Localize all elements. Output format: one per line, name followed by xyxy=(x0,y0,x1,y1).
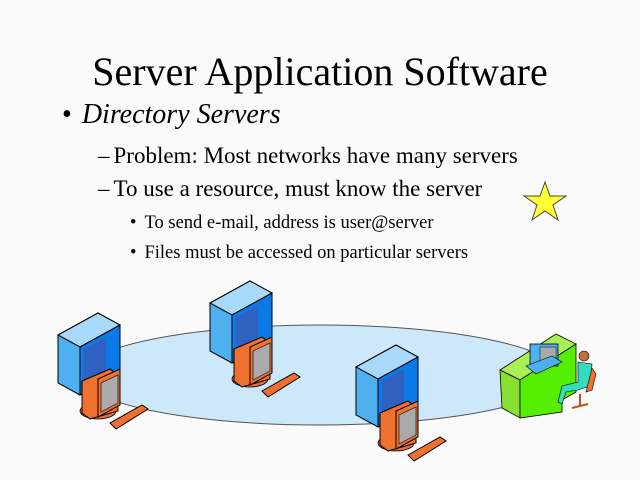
subsubbullet-files: • Files must be accessed on particular se… xyxy=(130,243,468,264)
bullet-marker: • xyxy=(130,213,137,233)
bullet-text: Problem: Most networks have many servers xyxy=(113,143,518,168)
workstation-desk-icon xyxy=(499,333,597,419)
bullet-marker: – xyxy=(98,176,110,201)
subbullet-problem: –Problem: Most networks have many server… xyxy=(98,143,518,169)
star-icon xyxy=(522,180,568,222)
bullet-text: Directory Servers xyxy=(81,99,281,130)
subbullet-use-resource: –To use a resource, must know the server xyxy=(98,176,482,202)
bullet-text: To use a resource, must know the server xyxy=(113,176,483,201)
network-ellipse xyxy=(79,324,561,426)
bullet-marker: – xyxy=(98,143,110,168)
bullet-directory-servers: • Directory Servers xyxy=(62,99,281,131)
subsubbullet-email: • To send e-mail, address is user@server xyxy=(130,213,434,234)
bullet-text: To send e-mail, address is user@server xyxy=(144,213,434,233)
bullet-text: Files must be accessed on particular ser… xyxy=(144,243,469,263)
bullet-marker: • xyxy=(62,99,72,130)
bullet-marker: • xyxy=(130,243,137,263)
slide-title: Server Application Software xyxy=(92,49,548,94)
